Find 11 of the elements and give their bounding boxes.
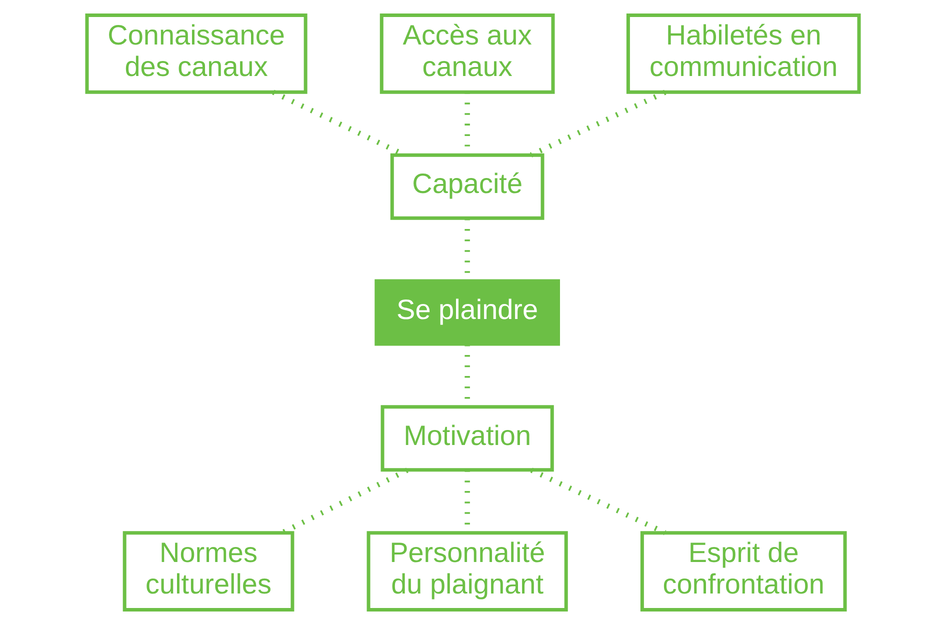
node-box: Accès aux canaux bbox=[379, 13, 554, 94]
node-box: Capacité bbox=[390, 153, 544, 220]
node-box: Motivation bbox=[380, 405, 554, 472]
node-box: Connaissance des canaux bbox=[84, 13, 307, 94]
node-box: Normes culturelles bbox=[122, 531, 294, 612]
node-box: Personnalité du plaignant bbox=[366, 531, 568, 612]
connector bbox=[529, 90, 666, 158]
node-box: Esprit de confrontation bbox=[640, 531, 846, 612]
node-box: Habiletés en communication bbox=[626, 13, 860, 94]
connector bbox=[530, 468, 666, 536]
node-box: Se plaindre bbox=[374, 279, 560, 346]
